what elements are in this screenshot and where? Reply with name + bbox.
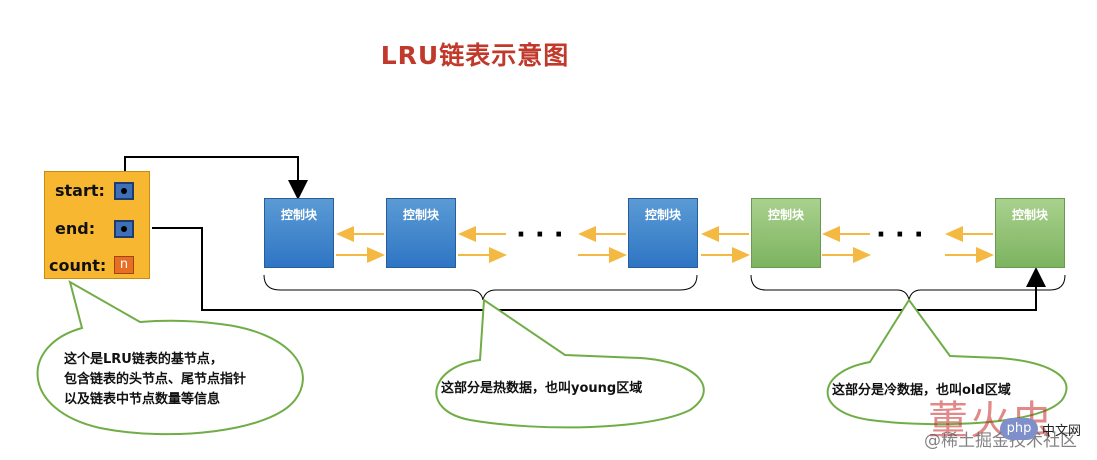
old-note-bubble bbox=[826, 298, 1068, 426]
start-pointer-box bbox=[114, 182, 134, 200]
ellipsis-hot: ··· bbox=[516, 220, 573, 250]
young-brace bbox=[263, 274, 698, 301]
lru-base-node: start: end: count: n bbox=[44, 171, 150, 279]
control-block-3: 控制块 bbox=[628, 198, 698, 268]
link-arrows bbox=[336, 226, 994, 263]
young-note-bubble bbox=[435, 298, 705, 429]
control-block-5: 控制块 bbox=[995, 198, 1065, 268]
young-note-text: 这部分是热数据，也叫young区域 bbox=[441, 381, 643, 396]
php-badge: php bbox=[1000, 418, 1038, 440]
diagram-title: LRU链表示意图 bbox=[380, 41, 570, 70]
base-note-line-2: 包含链表的头节点、尾节点指针 bbox=[64, 372, 247, 387]
control-block-2: 控制块 bbox=[386, 198, 456, 268]
control-block-4: 控制块 bbox=[751, 198, 821, 268]
start-label: start: bbox=[55, 181, 105, 200]
start-pointer-line bbox=[124, 156, 308, 200]
base-note-line-3: 以及链表中节点数量等信息 bbox=[64, 392, 221, 407]
end-pointer-line bbox=[152, 227, 1046, 311]
count-value: n bbox=[114, 256, 134, 274]
base-note-line-1: 这个是LRU链表的基节点， bbox=[64, 352, 223, 367]
base-note-bubble bbox=[36, 279, 304, 436]
watermark-sub: @稀土掘金技术社区 bbox=[924, 431, 1077, 451]
old-brace bbox=[750, 274, 1066, 301]
site-label: 中文网 bbox=[1042, 424, 1082, 439]
ellipsis-cold: ··· bbox=[876, 220, 933, 250]
old-note-text: 这部分是冷数据，也叫old区域 bbox=[832, 383, 1011, 398]
end-pointer-box bbox=[114, 220, 134, 238]
end-label: end: bbox=[55, 219, 96, 238]
control-block-1: 控制块 bbox=[264, 198, 334, 268]
base-note-text: 这个是LRU链表的基节点， 包含链表的头节点、尾节点指针 以及链表中节点数量等信… bbox=[64, 350, 246, 410]
count-label: count: bbox=[49, 256, 107, 275]
